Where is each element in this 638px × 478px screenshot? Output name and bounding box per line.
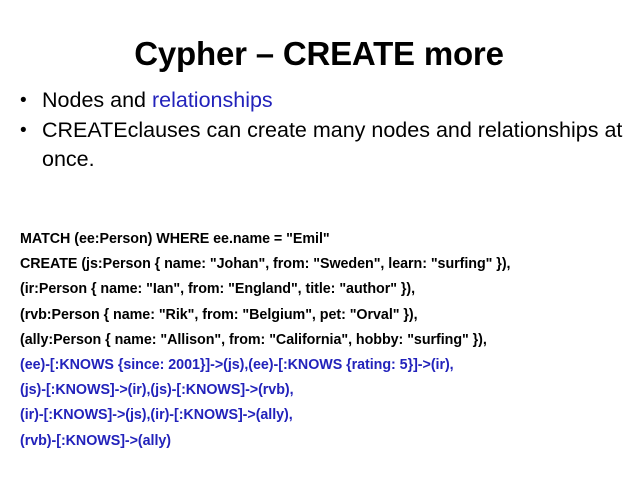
- code-line: CREATE (js:Person { name: "Johan", from:…: [20, 256, 511, 273]
- code-line: (ir:Person { name: "Ian", from: "England…: [20, 281, 416, 298]
- bullet-list: Nodes and relationships CREATEclauses ca…: [14, 86, 624, 175]
- list-item: CREATEclauses can create many nodes and …: [14, 116, 624, 174]
- code-line: (js)-[:KNOWS]->(ir),(js)-[:KNOWS]->(rvb)…: [20, 382, 294, 399]
- bullet-text-lead: Nodes and: [42, 88, 152, 112]
- page-title: Cypher – CREATE more: [134, 35, 504, 72]
- bullet-text-lead: CREATEclauses can create many nodes and …: [42, 118, 623, 171]
- code-line: MATCH (ee:Person) WHERE ee.name = "Emil": [20, 231, 330, 247]
- code-line: (ir)-[:KNOWS]->(js),(ir)-[:KNOWS]->(ally…: [20, 407, 293, 424]
- code-line: (rvb:Person { name: "Rik", from: "Belgiu…: [20, 306, 418, 323]
- bullet-text-highlight: relationships: [151, 88, 273, 112]
- cypher-code-block: MATCH (ee:Person) WHERE ee.name = "Emil"…: [20, 227, 620, 454]
- code-line: (rvb)-[:KNOWS]->(ally): [20, 432, 171, 449]
- code-line: (ee)-[:KNOWS {since: 2001}]->(js),(ee)-[…: [20, 357, 454, 374]
- code-line: (ally:Person { name: "Allison", from: "C…: [20, 331, 487, 348]
- list-item: Nodes and relationships: [14, 86, 624, 115]
